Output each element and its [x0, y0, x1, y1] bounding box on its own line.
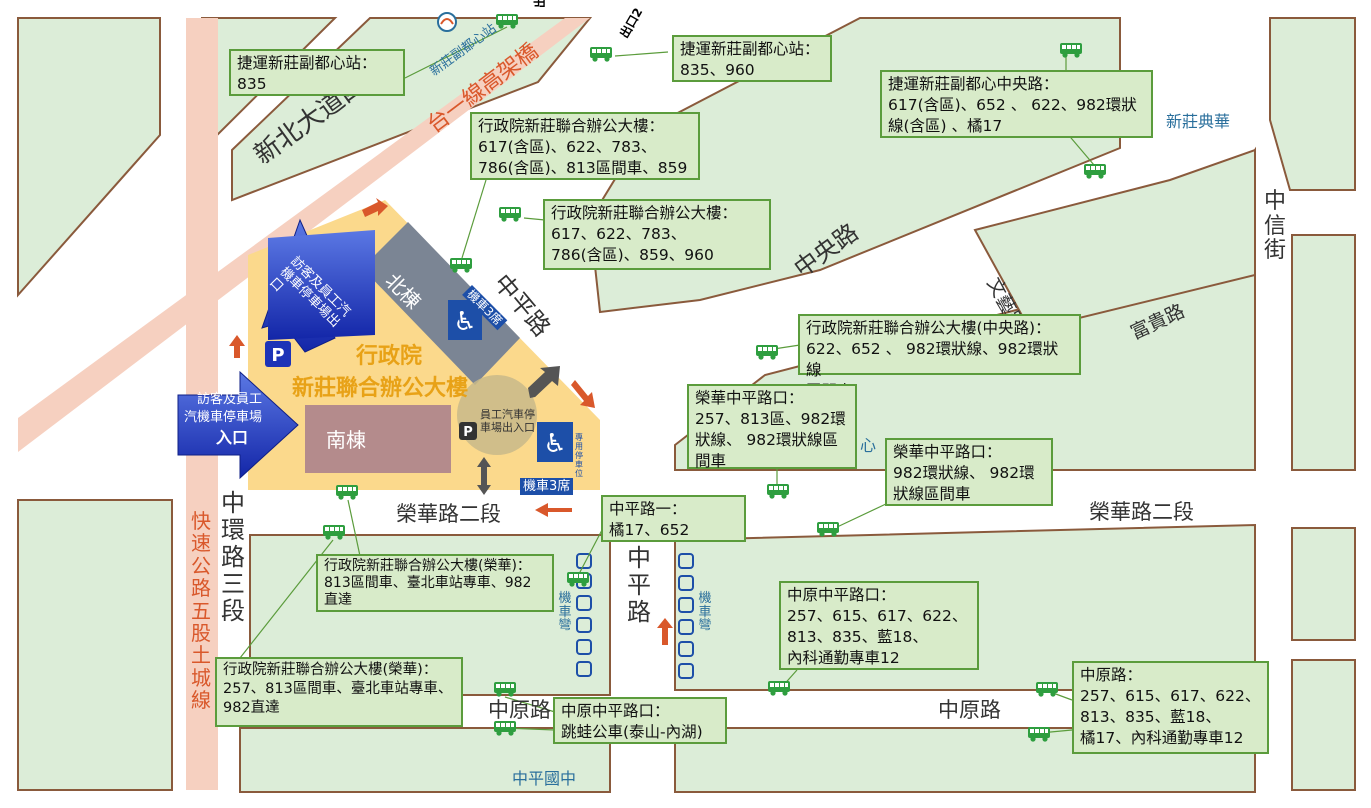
block-left-mid [17, 499, 173, 791]
visitor-entrance-label-1: 訪客及員工 [197, 392, 263, 407]
road-label-ronghua-east: 榮華路二段 [1089, 500, 1194, 524]
direction-arrow-icon [229, 335, 245, 358]
moto-bay-label-west: 機車彎 [558, 591, 572, 634]
accessible-label: 專用停車位 [575, 433, 583, 478]
block-right-strip [1291, 234, 1356, 471]
bus-stop-icon [450, 258, 472, 273]
callout-ronghua-zhongping-1: 榮華中平路口： 257、813區、982環 狀線、 982環狀線區 間車 [687, 384, 857, 470]
moto-bay [678, 553, 694, 569]
place-label-partial: 心 [860, 436, 877, 455]
road-label-zhongxin: 中信街 [1263, 189, 1286, 264]
moto-bay [576, 639, 592, 655]
callout-zhongyuan-zhongping-1: 中原中平路口： 257、615、617、622、 813、835、藍18、 內科… [779, 581, 979, 670]
parking-icon: P [459, 422, 477, 440]
bus-stop-icon [499, 207, 521, 222]
south-building [305, 405, 451, 473]
callout-building-ronghua-1: 行政院新莊聯合辦公大樓(榮華)： 813區間車、臺北車站專車、982 直達 [316, 554, 554, 612]
bus-stop-icon [1036, 682, 1058, 697]
block-top-left [17, 17, 161, 298]
callout-mrt-835-960: 捷運新莊副都心站： 835、960 [672, 35, 832, 82]
block-right-lower [1291, 527, 1356, 641]
svg-text:P: P [271, 345, 284, 366]
visitor-entrance-label-2: 汽機車停車場 [184, 410, 263, 425]
moto-bay-label-east: 機車彎 [698, 591, 712, 634]
direction-arrow-icon [535, 503, 572, 517]
bus-stop-icon [756, 345, 778, 360]
svg-text:P: P [463, 425, 473, 440]
direction-arrow-icon [528, 366, 560, 398]
moto-bay [678, 619, 694, 635]
building-name-line2: 新莊聯合辦公大樓 [292, 376, 469, 401]
south-building-label: 南棟 [326, 428, 366, 452]
place-label-dianhua: 新莊典華 [1166, 112, 1231, 131]
moto-label-south: 機車3席 [520, 478, 574, 495]
callout-zhongyuan-zhongping-2: 中原中平路口： 跳蛙公車(泰山-內湖) [553, 697, 727, 744]
block-mid-right-wedge [973, 148, 1256, 332]
road-label-ronghua-west: 榮華路二段 [396, 502, 501, 526]
bus-stop-icon [767, 484, 789, 499]
moto-bay [678, 641, 694, 657]
direction-arrow-icon [477, 457, 491, 495]
callout-ronghua-zhongping-2: 榮華中平路口： 982環狀線、 982環 狀線區間車 [885, 438, 1053, 506]
direction-arrow-icon [362, 198, 388, 217]
svg-text:♿: ♿ [543, 429, 566, 459]
road-label-zhonghuan: 中環路三段 [221, 489, 245, 625]
callout-zhongyuan: 中原路： 257、615、617、622、 813、835、藍18、 橘17、內… [1072, 661, 1269, 754]
callout-mrt-zhongyang: 捷運新莊副都心中央路： 617(含區)、652 、 622、982環狀 線(含區… [880, 70, 1153, 138]
moto-bay [576, 661, 592, 677]
callout-building-zhongyang: 行政院新莊聯合辦公大樓(中央路)： 622、652 、 982環狀線、982環狀… [798, 314, 1081, 400]
moto-bay [576, 617, 592, 633]
building-name-line1: 行政院 [356, 344, 423, 369]
accessible-parking-icon: ♿ [448, 300, 482, 340]
moto-bay [678, 663, 694, 679]
bus-stop-icon [1084, 164, 1106, 179]
moto-bay [576, 553, 592, 569]
callout-building-north-1: 行政院新莊聯合辦公大樓： 617(含區)、622、783、 786(含區)、81… [470, 112, 700, 180]
callout-zhongping-1: 中平路一： 橘17、652 [601, 495, 746, 542]
block-right-bottom [1291, 659, 1356, 791]
svg-text:♿: ♿ [453, 307, 476, 337]
staff-parking-label: 員工汽車停車場出入口 [480, 408, 535, 434]
moto-bay [678, 597, 694, 613]
block-top-left2 [231, 17, 593, 202]
moto-bay [576, 595, 592, 611]
moto-bay [678, 575, 694, 591]
visitor-entrance-arrow [177, 370, 299, 480]
road-label-zhongyuan-west: 中原路 [488, 698, 551, 722]
metro-logo-icon [437, 12, 457, 32]
visitor-entrance-label-3: 入口 [216, 428, 249, 447]
bus-stop-icon [590, 47, 612, 62]
direction-arrow-icon [657, 618, 673, 645]
bus-stop-icon [817, 522, 839, 537]
accessible-parking-icon: ♿ [537, 422, 573, 462]
road-label-expressway: 快速公路五股土城線 [191, 509, 211, 713]
north-building [362, 222, 520, 385]
callout-mrt-835: 捷運新莊副都心站： 835 [229, 49, 405, 96]
block-upper-right [1269, 17, 1356, 191]
exit-label-1: 出口1 [533, 0, 547, 8]
visitor-exit-arrow-body [268, 230, 375, 340]
callout-building-north-2: 行政院新莊聯合辦公大樓： 617、622、783、 786(含區)、859、96… [543, 199, 771, 270]
road-label-zhongping-south: 中平路 [627, 544, 651, 626]
road-label-zhongyuan-east: 中原路 [938, 698, 1001, 722]
place-label-zhongping-school: 中平國中 [512, 769, 577, 788]
block-bottom-west [239, 727, 611, 793]
parking-icon: P [265, 341, 291, 367]
bus-stop-icon [768, 681, 790, 696]
callout-building-ronghua-2: 行政院新莊聯合辦公大樓(榮華)： 257、813區間車、臺北車站專車、 982直… [215, 657, 463, 727]
direction-arrow-icon [571, 380, 595, 408]
bus-stop-icon [336, 485, 358, 500]
